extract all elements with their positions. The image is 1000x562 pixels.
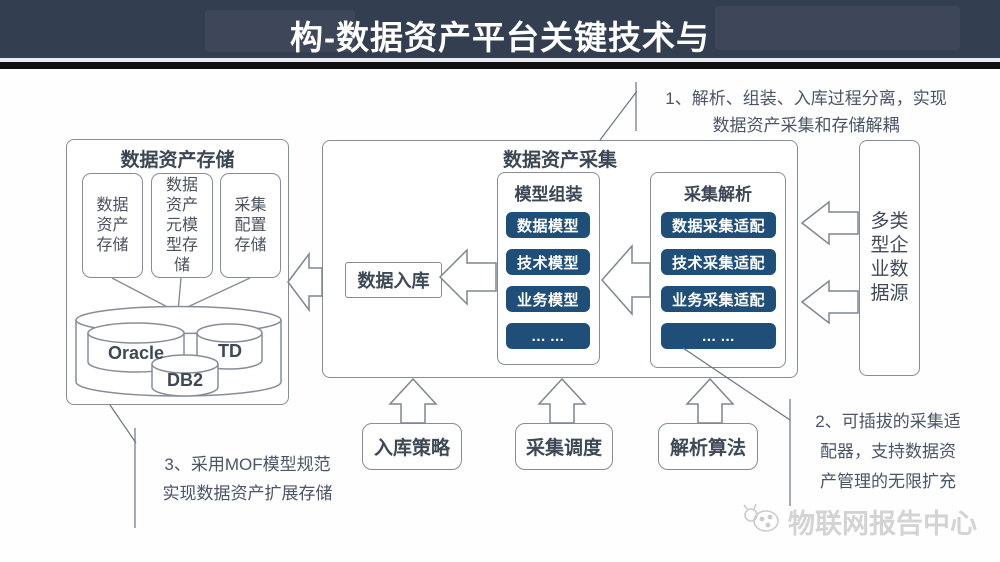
header-smudge-right bbox=[715, 6, 960, 50]
storage-sub-box-asset: 数据资产存储 bbox=[82, 173, 143, 278]
header-smudge-left bbox=[205, 10, 355, 52]
annotation-2-line1: 2、可插拔的采集适 bbox=[815, 412, 961, 431]
parse-item-more: ... ... bbox=[661, 323, 776, 349]
model-panel-title: 模型组装 bbox=[514, 185, 583, 204]
strategy-box: 入库策略 bbox=[362, 423, 462, 470]
ingest-box: 数据入库 bbox=[345, 262, 442, 298]
annotation-2-line2: 配器，支持数据资 bbox=[820, 442, 956, 461]
td-db-label: TD bbox=[218, 341, 242, 361]
collection-title: 数据资产采集 bbox=[502, 150, 617, 171]
annotation-2-line3: 产管理的无限扩充 bbox=[820, 472, 956, 491]
datasource-box: 多类型企业数据源 bbox=[859, 140, 920, 376]
storage-title: 数据资产存储 bbox=[120, 150, 235, 171]
parse-item-data: 数据采集适配 bbox=[661, 212, 776, 238]
annotation-3-line1: 3、采用MOF模型规范 bbox=[164, 455, 331, 474]
parse-panel-title: 采集解析 bbox=[684, 185, 752, 204]
header-bar bbox=[0, 0, 1000, 58]
annotation-1: 1、解析、组装、入库过程分离，实现 数据资产采集和存储解耦 bbox=[636, 85, 976, 139]
header-divider-black bbox=[0, 62, 1000, 69]
oracle-db-label: Oracle bbox=[107, 343, 165, 363]
header-divider-light bbox=[0, 58, 1000, 62]
model-item-data: 数据模型 bbox=[506, 212, 590, 238]
watermark-label: 物联网报告中心 bbox=[788, 509, 977, 539]
schedule-box: 采集调度 bbox=[515, 423, 613, 470]
model-item-tech: 技术模型 bbox=[506, 249, 590, 275]
page-title: 构-数据资产平台关键技术与 bbox=[290, 19, 710, 56]
annotation-2: 2、可插拔的采集适 配器，支持数据资 产管理的无限扩充 bbox=[798, 407, 978, 497]
annotation-1-line2: 数据资产采集和存储解耦 bbox=[712, 116, 900, 135]
algorithm-box: 解析算法 bbox=[658, 423, 758, 470]
annotation-3-line2: 实现数据资产扩展存储 bbox=[162, 484, 333, 503]
annotation-3: 3、采用MOF模型规范 实现数据资产扩展存储 bbox=[140, 450, 355, 508]
annotation-1-line1: 1、解析、组装、入库过程分离，实现 bbox=[665, 89, 947, 108]
model-item-more: ... ... bbox=[506, 323, 590, 349]
storage-sub-box-metamodel: 数据资产元模型存储 bbox=[151, 173, 213, 278]
ladybug-icon bbox=[743, 503, 779, 532]
storage-sub-box-config: 采集配置存储 bbox=[220, 173, 281, 278]
model-item-business: 业务模型 bbox=[506, 286, 590, 312]
parse-item-business: 业务采集适配 bbox=[661, 286, 776, 312]
parse-item-tech: 技术采集适配 bbox=[661, 249, 776, 275]
db2-db-label: DB2 bbox=[166, 370, 203, 390]
